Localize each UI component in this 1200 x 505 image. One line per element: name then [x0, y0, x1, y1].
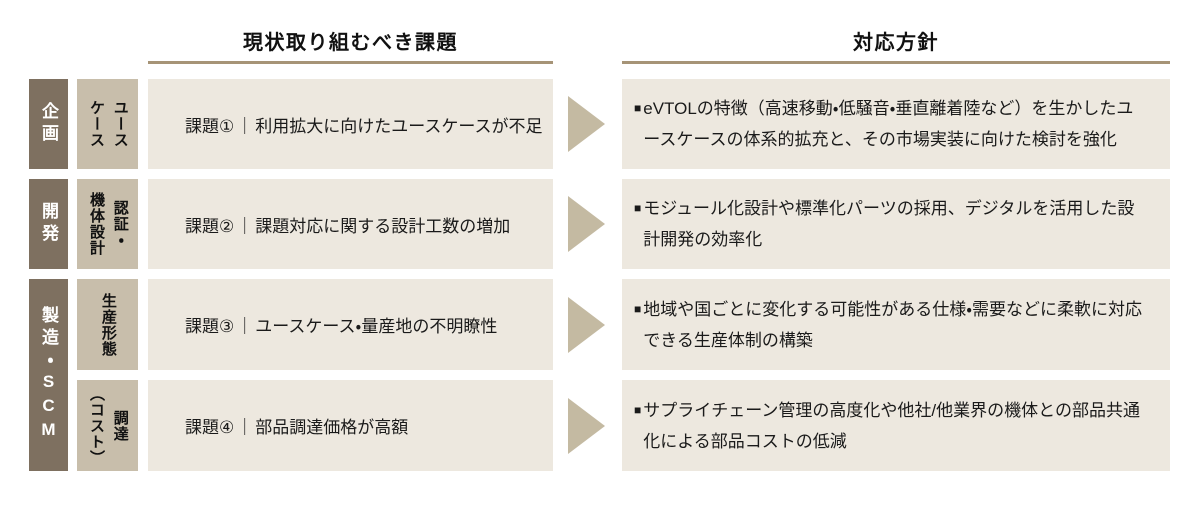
- bullet-square-icon: ■: [634, 201, 642, 215]
- sublabel-line: 生産形態: [99, 292, 117, 357]
- challenge-text: 利用拡大に向けたユースケースが不足: [255, 116, 543, 136]
- bullet-square-icon: ■: [634, 101, 642, 115]
- response-text: モジュール化設計や標準化パーツの採用、デジタルを活用した設計開発の効率化: [643, 199, 1135, 249]
- challenge-text: 課題対応に関する設計工数の増加: [255, 216, 511, 236]
- sublabel-production-form: 生産形態: [77, 279, 138, 370]
- challenge-separator: ｜: [236, 216, 254, 236]
- sublabel-line: 認証・: [111, 200, 129, 248]
- challenge-box-1: 課題① ｜ 利用拡大に向けたユースケースが不足: [148, 79, 553, 169]
- challenge-separator: ｜: [236, 418, 254, 437]
- sublabel-line: ユース: [111, 100, 129, 148]
- sublabel-procurement-cost: 調達 （コスト）: [77, 380, 138, 471]
- sublabel-airframe-design-certification: 認証・ 機体設計: [77, 179, 138, 269]
- sublabel-use-case: ユース ケース: [77, 79, 138, 169]
- left-header-rule: [148, 61, 553, 64]
- response-box-1: ■ eVTOLの特徴（高速移動・低騒音・垂直離着陸など）を生かしたユースケースの…: [622, 79, 1170, 169]
- response-text: eVTOLの特徴（高速移動・低騒音・垂直離着陸など）を生かしたユースケースの体系…: [643, 99, 1134, 149]
- sublabel-line: ケース: [88, 100, 105, 148]
- bullet-square-icon: ■: [634, 402, 642, 417]
- challenge-number: 課題③: [185, 317, 235, 336]
- category-label-development: 開発: [39, 202, 58, 246]
- bullet-square-icon: ■: [634, 301, 642, 316]
- sublabel-line: 調達: [111, 409, 129, 442]
- challenge-number: 課題②: [185, 216, 235, 236]
- left-column-title: 現状取り組むべき課題: [243, 32, 458, 54]
- category-bar-development: 開発: [29, 179, 68, 269]
- arrow-cell-3: [553, 279, 622, 370]
- response-box-2: ■ モジュール化設計や標準化パーツの採用、デジタルを活用した設計開発の効率化: [622, 179, 1170, 269]
- arrow-cell-4: [553, 380, 622, 471]
- challenge-box-3: 課題③ ｜ ユースケース・量産地の不明瞭性: [148, 279, 553, 370]
- sublabel-line: 機体設計: [88, 192, 105, 256]
- challenge-separator: ｜: [236, 317, 254, 336]
- right-header-rule: [622, 61, 1170, 64]
- response-text: サプライチェーン管理の高度化や他社/他業界の機体との部品共通化による部品コストの…: [643, 400, 1140, 451]
- challenge-box-4: 課題④ ｜ 部品調達価格が高額: [148, 380, 553, 471]
- challenge-text: ユースケース・量産地の不明瞭性: [255, 317, 498, 336]
- arrow-right-icon: [568, 96, 605, 152]
- category-bar-planning: 企画: [29, 79, 68, 169]
- arrow-cell-2: [553, 179, 622, 269]
- diagram-grid: 企画 開発 製造・SCM ユース ケース 課題① ｜ 利用拡大に向けたユースケー…: [29, 79, 1170, 471]
- right-column-title: 対応方針: [853, 32, 939, 54]
- challenge-separator: ｜: [236, 116, 254, 136]
- sublabel-line: （コスト）: [88, 385, 105, 466]
- arrow-right-icon: [568, 397, 605, 454]
- arrow-cell-1: [553, 79, 622, 169]
- response-text: 地域や国ごとに変化する可能性がある仕様・需要などに柔軟に対応できる生産体制の構築: [643, 299, 1143, 350]
- challenge-number: 課題①: [185, 116, 235, 136]
- category-label-planning: 企画: [39, 102, 58, 146]
- category-label-manufacturing-scm: 製造・SCM: [39, 306, 58, 444]
- arrow-right-icon: [568, 196, 605, 252]
- response-box-3: ■ 地域や国ごとに変化する可能性がある仕様・需要などに柔軟に対応できる生産体制の…: [622, 279, 1170, 370]
- challenge-number: 課題④: [185, 418, 235, 437]
- category-bar-manufacturing-scm: 製造・SCM: [29, 279, 68, 471]
- challenge-box-2: 課題② ｜ 課題対応に関する設計工数の増加: [148, 179, 553, 269]
- challenge-text: 部品調達価格が高額: [255, 418, 409, 437]
- response-box-4: ■ サプライチェーン管理の高度化や他社/他業界の機体との部品共通化による部品コス…: [622, 380, 1170, 471]
- arrow-right-icon: [568, 296, 605, 353]
